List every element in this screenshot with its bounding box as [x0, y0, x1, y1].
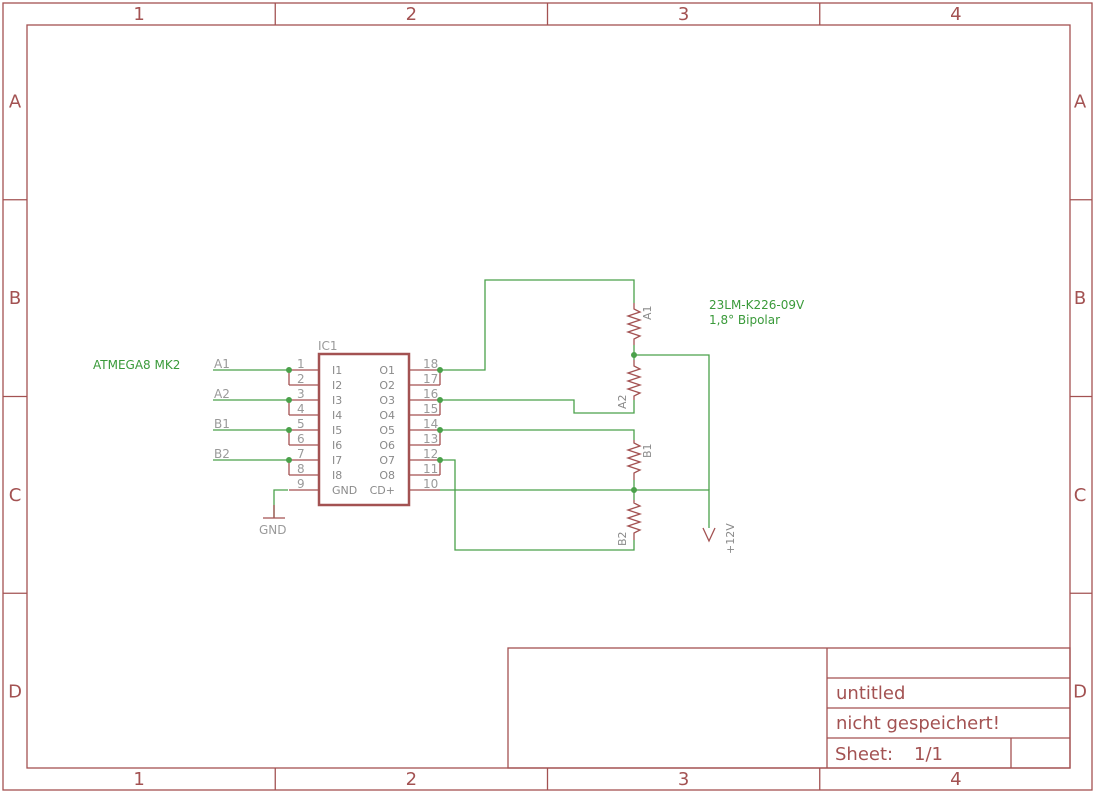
junction-dot	[286, 427, 292, 433]
ic-body	[317, 352, 411, 507]
motor-part-label: 23LM-K226-09V	[709, 298, 805, 312]
ic-pin-label: CD+	[370, 484, 395, 497]
ic-pin-label: I4	[332, 409, 342, 422]
junction-dot	[437, 397, 443, 403]
junction-dot	[631, 487, 637, 493]
zone-column-label: 1	[133, 769, 144, 790]
net-label-a1: A1	[214, 357, 230, 371]
ic-pin-label: I2	[332, 379, 342, 392]
zone-row-label: B	[1074, 288, 1086, 309]
ic-pin-number: 13	[423, 432, 438, 446]
ic-pin-number: 15	[423, 402, 438, 416]
ic-name: IC1	[318, 339, 338, 353]
source-label: ATMEGA8 MK2	[93, 358, 180, 372]
ic-pin-number: 9	[297, 477, 305, 491]
ic-pin-label: I5	[332, 424, 342, 437]
zone-column-label: 1	[133, 4, 144, 25]
ic-pin-number: 5	[297, 417, 305, 431]
ic-pin-label: I7	[332, 454, 342, 467]
net-label-b1: B1	[214, 417, 230, 431]
junction-dot	[631, 352, 637, 358]
resistor-b2-label: B2	[616, 531, 629, 546]
ic-pin-number: 3	[297, 387, 305, 401]
ic-pin-number: 12	[423, 447, 438, 461]
junction-dot	[286, 397, 292, 403]
zone-column-label: 2	[406, 769, 417, 790]
motor-desc-label: 1,8° Bipolar	[709, 313, 780, 327]
ic-pin-label: GND	[332, 484, 357, 497]
ic-pin-number: 18	[423, 357, 438, 371]
title-block-title: untitled	[836, 683, 905, 704]
ic-pin-label: O5	[379, 424, 395, 437]
resistors: A1 A2 B1 B2	[616, 303, 654, 546]
ic-pin-label: O4	[379, 409, 395, 422]
zone-row-label: A	[9, 91, 22, 112]
net-labels: A1 A2 B1 B2	[214, 357, 230, 461]
ic-pin-label: O2	[379, 379, 395, 392]
ic-pin-label: I8	[332, 469, 342, 482]
ic-pin-number: 14	[423, 417, 438, 431]
ic-pin-label: I3	[332, 394, 342, 407]
ic-pin-label: I6	[332, 439, 342, 452]
wires	[213, 279, 710, 551]
ic-pin-number: 17	[423, 372, 438, 386]
zone-column-label: 4	[950, 4, 961, 25]
ic-pin-label: O3	[379, 394, 395, 407]
zone-column-label: 3	[678, 4, 689, 25]
junction-dot	[437, 427, 443, 433]
net-label-b2: B2	[214, 447, 230, 461]
ic-pin-number: 11	[423, 462, 438, 476]
supply-label: +12V	[724, 523, 737, 554]
zone-row-label: C	[9, 485, 22, 506]
ic-pin-number: 16	[423, 387, 438, 401]
ic-pin-label: O8	[379, 469, 395, 482]
zone-column-label: 2	[406, 4, 417, 25]
junctions	[286, 352, 637, 493]
title-block: untitled nicht gespeichert! Sheet: 1/1	[507, 647, 1071, 769]
ic-pin-label: O7	[379, 454, 395, 467]
ic-pin-number: 8	[297, 462, 305, 476]
ic-pin-number: 10	[423, 477, 438, 491]
title-block-sheet-value: 1/1	[914, 744, 943, 765]
supply-12v-symbol: +12V	[702, 523, 737, 554]
ic-pin-number: 7	[297, 447, 305, 461]
resistor-b1-label: B1	[641, 443, 654, 458]
ic-pin-label: O6	[379, 439, 395, 452]
gnd-symbol: GND	[259, 505, 287, 537]
title-block-sheet-label: Sheet:	[835, 744, 893, 765]
gnd-label: GND	[259, 523, 287, 537]
resistor-a2-label: A2	[616, 394, 629, 409]
net-label-a2: A2	[214, 387, 230, 401]
zone-row-label: D	[1073, 682, 1087, 703]
junction-dot	[286, 457, 292, 463]
ic-pin-number: 4	[297, 402, 305, 416]
zone-row-label: D	[8, 682, 22, 703]
ic-pin-number: 2	[297, 372, 305, 386]
junction-dot	[286, 367, 292, 373]
junction-dot	[437, 367, 443, 373]
zone-row-label: B	[9, 288, 21, 309]
ic-pin-label: I1	[332, 364, 342, 377]
zone-column-label: 4	[950, 769, 961, 790]
resistor-a1-label: A1	[641, 305, 654, 320]
junction-dot	[437, 457, 443, 463]
zone-row-label: A	[1074, 91, 1087, 112]
ic-pin-label: O1	[379, 364, 395, 377]
ic-pin-number: 6	[297, 432, 305, 446]
ic-pin-number: 1	[297, 357, 305, 371]
zone-column-label: 3	[678, 769, 689, 790]
zone-row-label: C	[1074, 485, 1087, 506]
title-block-status: nicht gespeichert!	[836, 713, 1000, 734]
